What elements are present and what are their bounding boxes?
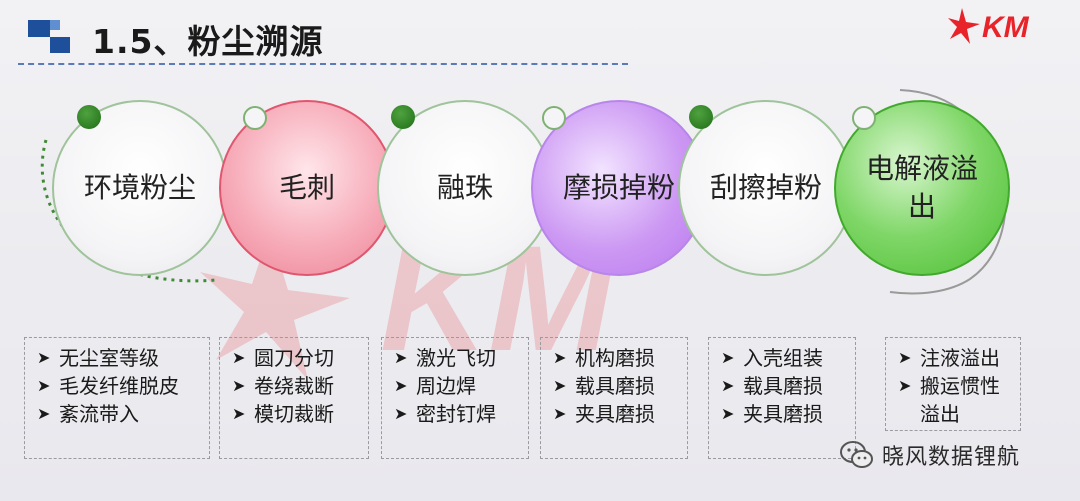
- source-circle-environment-dust: 环境粉尘: [52, 100, 228, 276]
- arrow-bullet-icon: ➤: [394, 348, 408, 367]
- title-decoration-icon: [28, 20, 74, 54]
- ring-dot-icon: [852, 106, 876, 130]
- list-item: ➤载具磨损: [553, 374, 655, 398]
- cause-list-environment-dust: ➤无尘室等级 ➤毛发纤维脱皮 ➤紊流带入: [24, 337, 210, 459]
- list-item: ➤激光飞切: [394, 346, 496, 370]
- arrow-bullet-icon: ➤: [232, 404, 246, 423]
- list-item: ➤模切裁断: [232, 402, 334, 426]
- arrow-bullet-icon: ➤: [232, 348, 246, 367]
- arrow-bullet-icon: ➤: [37, 376, 51, 395]
- list-item: ➤卷绕裁断: [232, 374, 334, 398]
- source-label: 电解液溢出: [865, 152, 978, 223]
- wechat-icon: [840, 441, 873, 468]
- source-circle-wear-powder: 摩损掉粉: [531, 100, 707, 276]
- title-divider: [18, 63, 628, 65]
- green-dot-icon: [77, 105, 101, 129]
- list-item: ➤夹具磨损: [721, 402, 823, 426]
- source-circle-burr: 毛刺: [219, 100, 395, 276]
- arrow-bullet-icon: ➤: [394, 404, 408, 423]
- list-item: ➤密封钉焊: [394, 402, 496, 426]
- arrow-bullet-icon: ➤: [553, 348, 567, 367]
- arrow-bullet-icon: ➤: [232, 376, 246, 395]
- wechat-account-name: 晓风数据锂航: [882, 445, 1021, 470]
- ring-dot-icon: [542, 106, 566, 130]
- arrow-bullet-icon: ➤: [898, 348, 912, 367]
- arrow-bullet-icon: ➤: [898, 376, 912, 395]
- arrow-bullet-icon: ➤: [553, 376, 567, 395]
- source-circle-fusion-bead: 融珠: [377, 100, 553, 276]
- list-item: ➤夹具磨损: [553, 402, 655, 426]
- list-item: ➤载具磨损: [721, 374, 823, 398]
- wechat-account-badge: 晓风数据锂航: [840, 439, 1020, 471]
- page-title: 1.5、粉尘溯源: [92, 22, 324, 61]
- ring-dot-icon: [243, 106, 267, 130]
- arrow-bullet-icon: ➤: [394, 376, 408, 395]
- list-item: ➤毛发纤维脱皮: [37, 374, 179, 398]
- source-label: 环境粉尘: [83, 171, 196, 204]
- cause-list-scratch-powder: ➤入壳组装 ➤载具磨损 ➤夹具磨损: [708, 337, 856, 459]
- green-dot-icon: [391, 105, 415, 129]
- list-item: ➤圆刀分切: [232, 346, 334, 370]
- list-item: ➤入壳组装: [721, 346, 823, 370]
- list-item: ➤无尘室等级: [37, 346, 159, 370]
- arrow-bullet-icon: ➤: [553, 404, 567, 423]
- list-item: ➤机构磨损: [553, 346, 655, 370]
- source-label: 融珠: [436, 171, 493, 204]
- arrow-bullet-icon: ➤: [37, 404, 51, 423]
- cause-list-electrolyte-overflow: ➤注液溢出 ➤搬运惯性溢出: [885, 337, 1021, 431]
- green-dot-icon: [689, 105, 713, 129]
- arrow-bullet-icon: ➤: [37, 348, 51, 367]
- list-item: ➤紊流带入: [37, 402, 139, 426]
- list-item: ➤注液溢出: [898, 346, 1000, 370]
- cause-list-wear-powder: ➤机构磨损 ➤载具磨损 ➤夹具磨损: [540, 337, 688, 459]
- source-label: 毛刺: [278, 171, 335, 204]
- source-label: 刮擦掉粉: [709, 171, 822, 204]
- km-logo: KM: [948, 8, 1030, 44]
- arrow-bullet-icon: ➤: [721, 348, 735, 367]
- list-item: ➤周边焊: [394, 374, 476, 398]
- list-item: ➤搬运惯性溢出: [898, 374, 1000, 426]
- cause-list-burr: ➤圆刀分切 ➤卷绕裁断 ➤模切裁断: [219, 337, 369, 459]
- arrow-bullet-icon: ➤: [721, 404, 735, 423]
- source-label: 摩损掉粉: [562, 171, 675, 204]
- arrow-bullet-icon: ➤: [721, 376, 735, 395]
- svg-text:KM: KM: [982, 11, 1030, 44]
- cause-list-fusion-bead: ➤激光飞切 ➤周边焊 ➤密封钉焊: [381, 337, 529, 459]
